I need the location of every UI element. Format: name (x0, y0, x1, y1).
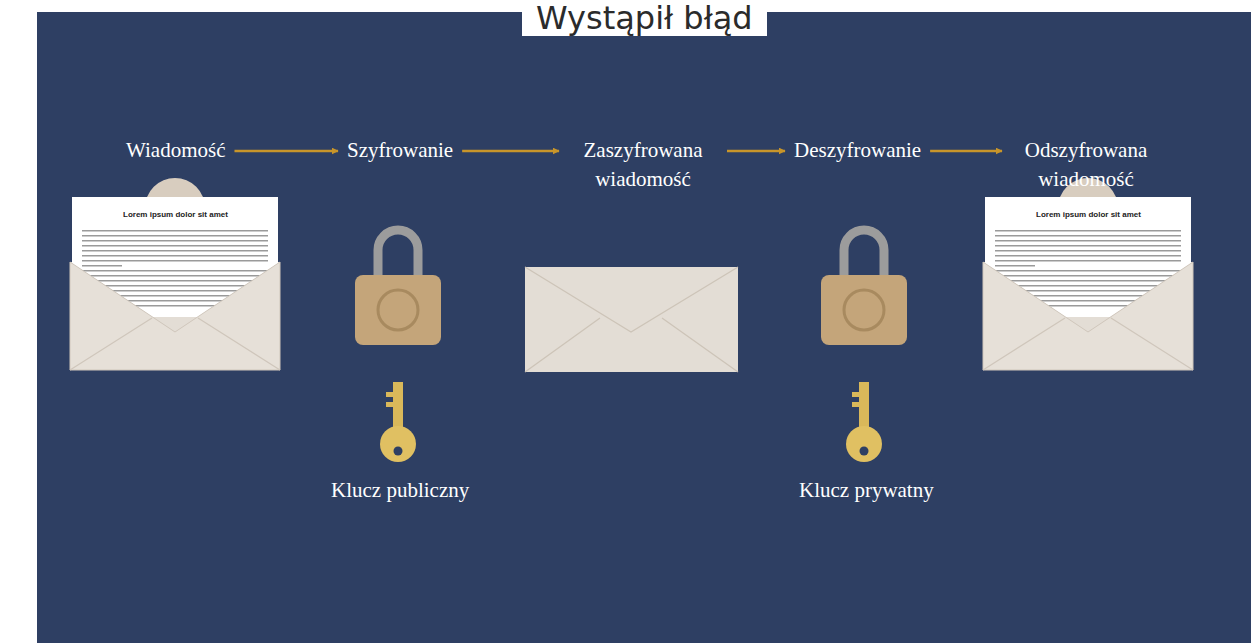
envelope-fold (525, 267, 738, 372)
key-shaft (393, 382, 403, 432)
key-bow (380, 426, 416, 462)
open-envelope (70, 178, 280, 370)
key-tooth (386, 392, 393, 397)
key-symbol (380, 382, 416, 462)
closed-envelope (525, 267, 738, 372)
key-bow (846, 426, 882, 462)
key-tooth (852, 392, 859, 397)
step-text: Deszyfrowanie (794, 136, 921, 165)
key-symbol (846, 382, 882, 462)
step-text: Zaszyfrowana wiadomość (568, 136, 718, 194)
key-label: Klucz publiczny (331, 476, 469, 504)
padlock-dial (378, 290, 418, 330)
padlock (821, 230, 907, 345)
page-title: Wystąpił błąd (522, 0, 767, 36)
padlock-body (821, 275, 907, 345)
flow-arrow (727, 150, 785, 153)
step-text: Odszyfrowana wiadomość (1011, 136, 1161, 194)
open-envelope (983, 178, 1193, 370)
key-tooth (386, 402, 393, 407)
key-hole (860, 447, 869, 456)
key-hole (394, 447, 403, 456)
key-tooth (852, 402, 859, 407)
flow-step: Szyfrowanie (347, 136, 453, 165)
padlock-dial (844, 290, 884, 330)
envelope-body (525, 267, 738, 372)
padlock (355, 230, 441, 345)
background-panel (37, 12, 1251, 643)
flow-arrow (234, 150, 338, 153)
flow-step: Zaszyfrowana wiadomość (568, 136, 718, 194)
key-shaft (859, 382, 869, 432)
padlock-body (355, 275, 441, 345)
flow-step: Deszyfrowanie (794, 136, 921, 165)
step-text: Wiadomość (126, 136, 225, 165)
envelope-fold (983, 318, 1193, 370)
letter-heading: Lorem ipsum dolor sit amet (123, 209, 228, 220)
flow-arrow (930, 150, 1002, 153)
flow-step: Wiadomość (126, 136, 225, 165)
envelope-pocket (70, 262, 280, 370)
letter-heading: Lorem ipsum dolor sit amet (1036, 209, 1141, 220)
envelope-pocket (983, 262, 1193, 370)
key-label: Klucz prywatny (799, 476, 934, 504)
step-text: Szyfrowanie (347, 136, 453, 165)
flow-step: Odszyfrowana wiadomość (1011, 136, 1161, 194)
flow-arrow (462, 150, 559, 153)
envelope-fold (70, 318, 280, 370)
